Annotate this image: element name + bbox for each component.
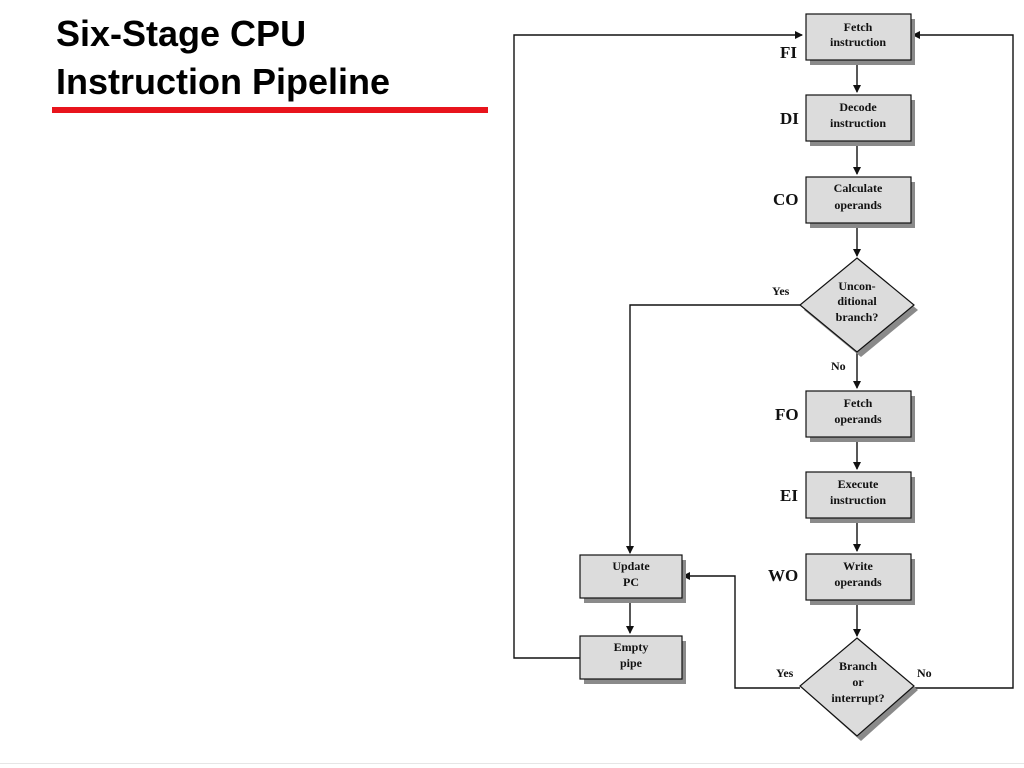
unconditional-branch-decision: Uncon- ditional branch? [799, 257, 918, 357]
execute-instruction-text-2: instruction [830, 493, 886, 507]
branch-labels: Yes No Yes No [772, 284, 932, 680]
decode-instruction-text-2: instruction [830, 116, 886, 130]
decode-instruction-box: Decode instruction [805, 94, 915, 146]
unconditional-branch-text-2: ditional [837, 294, 877, 308]
stage-label-di: DI [780, 109, 799, 128]
execute-instruction-box: Execute instruction [805, 471, 915, 523]
branch-or-interrupt-decision: Branch or interrupt? [799, 637, 918, 741]
unconditional-branch-diamond [799, 257, 915, 353]
execute-instruction-text-1: Execute [838, 477, 879, 491]
fetch-operands-rect [805, 390, 912, 438]
bottom-divider [0, 763, 1024, 764]
fetch-operands-text-1: Fetch [844, 396, 873, 410]
branch-or-interrupt-diamond [799, 637, 915, 737]
branch-or-interrupt-text-3: interrupt? [831, 691, 884, 705]
decode-instruction-rect [805, 94, 912, 142]
fetch-instruction-text-1: Fetch [844, 20, 873, 34]
fetch-operands-box: Fetch operands [805, 390, 915, 442]
stage-label-ei: EI [780, 486, 798, 505]
calculate-operands-text-1: Calculate [834, 181, 883, 195]
write-operands-box: Write operands [805, 553, 915, 605]
branch-or-interrupt-text-1: Branch [839, 659, 877, 673]
slide-title: Six-Stage CPU Instruction Pipeline [56, 10, 390, 106]
update-pc-box: Update PC [579, 554, 686, 603]
update-pc-text-2: PC [623, 575, 639, 589]
stage-label-wo: WO [768, 566, 798, 585]
stage-label-fo: FO [775, 405, 799, 424]
fetch-instruction-text-2: instruction [830, 35, 886, 49]
empty-pipe-box: Empty pipe [579, 635, 686, 684]
branch-yes-label: Yes [776, 666, 794, 680]
calculate-operands-text-2: operands [834, 198, 882, 212]
fetch-instruction-box: Fetch instruction [805, 13, 915, 65]
arrow-branch-no-to-fetch [912, 31, 1014, 689]
flowchart-boxes: Fetch instruction Decode instruction Cal… [579, 13, 915, 684]
fetch-instruction-rect [805, 13, 912, 61]
stage-label-fi: FI [780, 43, 797, 62]
calculate-operands-rect [805, 176, 912, 224]
execute-instruction-rect [805, 471, 912, 519]
empty-pipe-text-1: Empty [614, 640, 649, 654]
decode-instruction-text-1: Decode [839, 100, 877, 114]
empty-pipe-rect [579, 635, 683, 680]
write-operands-text-2: operands [834, 575, 882, 589]
write-operands-text-1: Write [843, 559, 873, 573]
calculate-operands-box: Calculate operands [805, 176, 915, 228]
flowchart-decisions: Uncon- ditional branch? Branch or interr… [799, 257, 918, 741]
fetch-operands-text-2: operands [834, 412, 882, 426]
slide-title-line-2: Instruction Pipeline [56, 61, 391, 102]
branch-or-interrupt-text-2: or [852, 675, 864, 689]
title-underline [52, 107, 488, 113]
stage-label-co: CO [773, 190, 799, 209]
stage-labels: FI DI CO FO EI WO [768, 43, 799, 585]
uncond-no-label: No [831, 359, 846, 373]
unconditional-branch-text-3: branch? [836, 310, 879, 324]
slide-title-line-1: Six-Stage CPU [56, 13, 307, 54]
empty-pipe-text-2: pipe [620, 656, 643, 670]
unconditional-branch-text-1: Uncon- [838, 279, 875, 293]
update-pc-text-1: Update [612, 559, 650, 573]
write-operands-rect [805, 553, 912, 601]
arrow-uncond-yes-to-update-pc [626, 304, 800, 554]
uncond-yes-label: Yes [772, 284, 790, 298]
branch-no-label: No [917, 666, 932, 680]
update-pc-rect [579, 554, 683, 599]
arrow-branch-yes-to-update-pc [682, 572, 800, 689]
arrow-empty-pipe-to-fetch [513, 31, 803, 659]
